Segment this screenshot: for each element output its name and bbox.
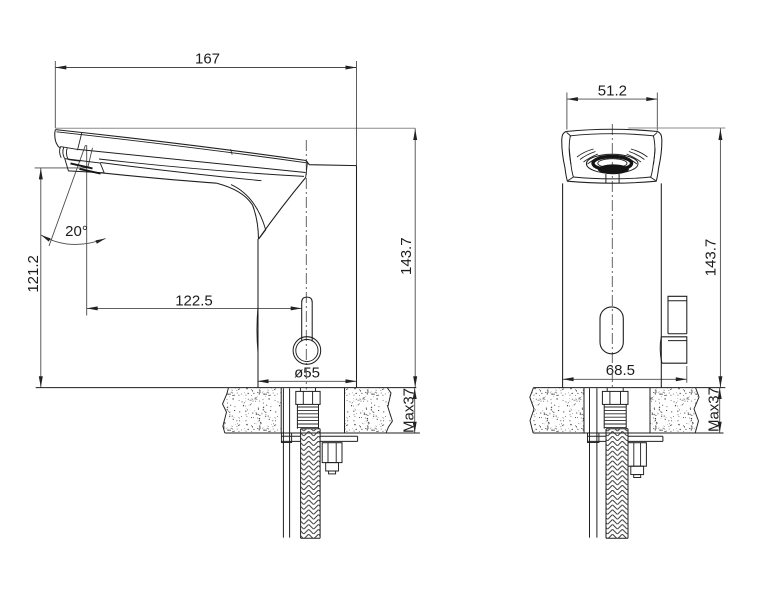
svg-text:ø55: ø55 bbox=[294, 365, 320, 382]
svg-text:Max37: Max37 bbox=[401, 388, 418, 433]
svg-text:51.2: 51.2 bbox=[598, 83, 627, 100]
svg-text:Max37: Max37 bbox=[705, 387, 722, 432]
svg-text:68.5: 68.5 bbox=[606, 362, 635, 379]
svg-text:122.5: 122.5 bbox=[175, 293, 213, 310]
svg-text:167: 167 bbox=[195, 51, 220, 68]
svg-text:20°: 20° bbox=[65, 223, 88, 240]
svg-text:143.7: 143.7 bbox=[703, 239, 720, 277]
svg-text:143.7: 143.7 bbox=[398, 237, 415, 275]
svg-text:121.2: 121.2 bbox=[25, 255, 42, 293]
